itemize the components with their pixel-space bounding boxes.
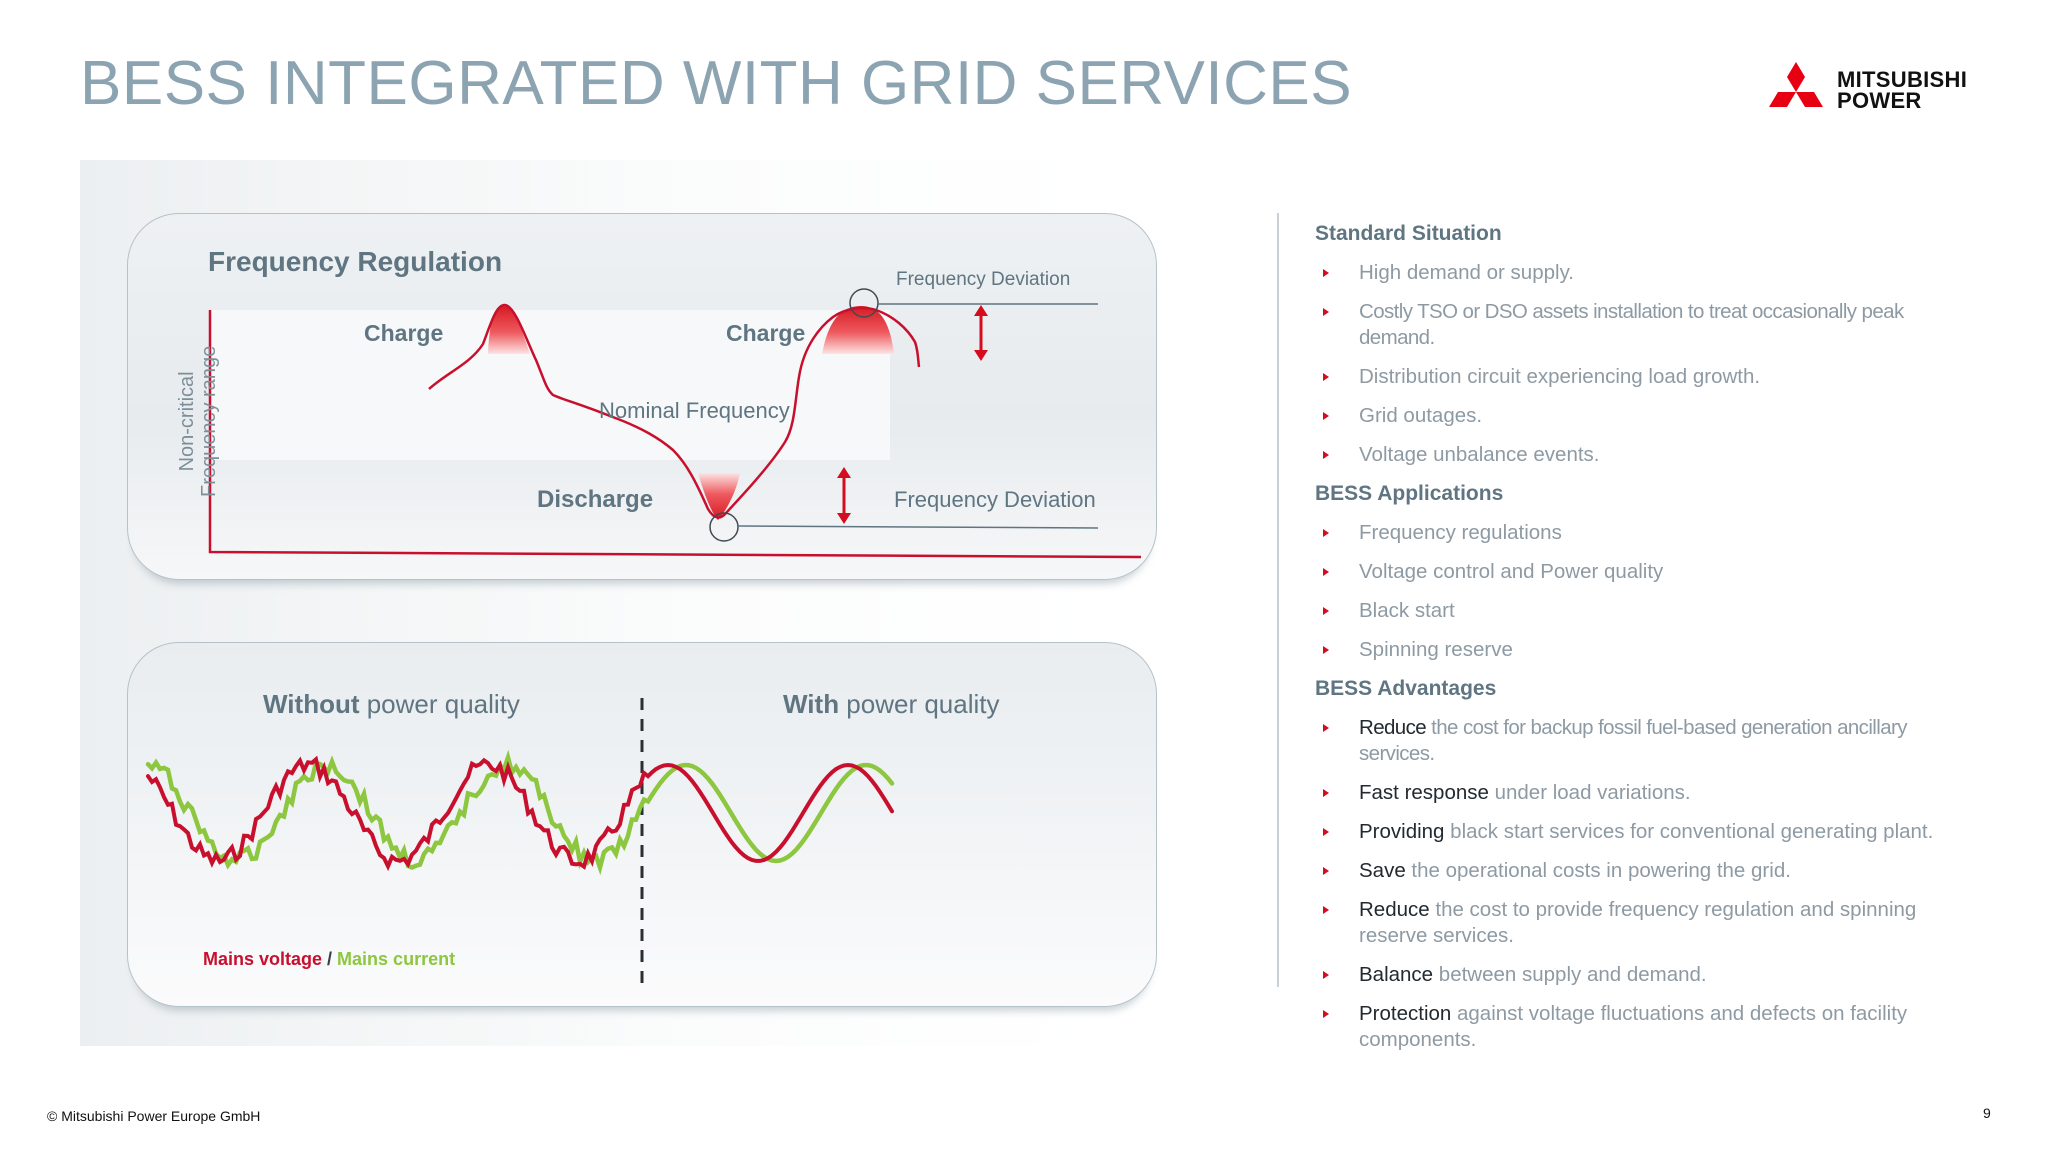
legend-separator: /	[322, 949, 338, 969]
standard-item: Voltage unbalance events.	[1315, 442, 1975, 468]
bess-applications-heading: BESS Applications	[1315, 482, 1504, 505]
bullet-icon	[1323, 412, 1329, 420]
top-deviation-arrow	[974, 305, 988, 361]
discharge-trough-fill	[698, 473, 740, 520]
standard-item: Grid outages.	[1315, 403, 1975, 429]
power-quality-diagram	[145, 698, 895, 983]
bullet-icon	[1323, 373, 1329, 381]
bullet-icon	[1323, 568, 1329, 576]
frequency-deviation-bottom-label: Frequency Deviation	[894, 487, 1096, 512]
mains-current-wave	[145, 749, 895, 876]
axes	[208, 310, 1142, 559]
peak-marker-circle	[849, 288, 879, 318]
power-quality-panel: Without power quality With power quality…	[127, 642, 1157, 1007]
nominal-frequency-label: Nominal Frequency	[599, 398, 790, 423]
charge-peak-fill-left	[488, 305, 530, 354]
vertical-divider	[1277, 213, 1279, 987]
application-item: Frequency regulations	[1315, 520, 1975, 546]
bullet-icon	[1323, 828, 1329, 836]
bullet-icon	[1323, 789, 1329, 797]
copyright-footer: © Mitsubishi Power Europe GmbH	[47, 1108, 261, 1124]
bullet-icon	[1323, 607, 1329, 615]
application-item: Voltage control and Power quality	[1315, 559, 1975, 585]
frequency-regulation-panel: Frequency Regulation Charge Charge Nomin…	[127, 213, 1157, 580]
y-axis-label-line1: Non-critical	[176, 371, 198, 472]
bottom-deviation-line	[737, 525, 1099, 529]
charge-label-right: Charge	[726, 320, 806, 346]
right-text-column: Standard Situation High demand or supply…	[1315, 221, 1975, 1066]
with-power-quality-title: With power quality	[783, 689, 1000, 720]
charge-label-left: Charge	[364, 320, 444, 346]
frequency-curve	[428, 303, 921, 519]
nominal-band	[210, 310, 890, 460]
bottom-deviation-arrow	[837, 467, 851, 524]
bullet-icon	[1323, 867, 1329, 875]
bullet-icon	[1323, 451, 1329, 459]
charge-peak-fill-right	[822, 306, 894, 354]
frequency-diagram	[208, 288, 1142, 559]
discharge-label: Discharge	[537, 486, 654, 513]
advantage-item: Protection against voltage fluctuations …	[1315, 1001, 1975, 1053]
logo-text: MITSUBISHI POWER	[1837, 67, 1968, 113]
application-item: Black start	[1315, 598, 1975, 624]
advantage-item: Reduce the cost for backup fossil fuel-b…	[1315, 715, 1975, 767]
legend-current: Mains current	[337, 949, 456, 969]
with-rest: power quality	[839, 689, 1000, 719]
with-bold: With	[783, 689, 840, 719]
without-rest: power quality	[359, 689, 520, 719]
wave-legend: Mains voltage / Mains current	[203, 949, 455, 970]
mitsubishi-diamonds-icon	[1769, 62, 1823, 107]
advantage-item: Balance between supply and demand.	[1315, 962, 1975, 988]
without-bold: Without	[263, 689, 360, 719]
without-power-quality-title: Without power quality	[263, 689, 520, 720]
advantage-item: Providing black start services for conve…	[1315, 819, 1975, 845]
mains-voltage-wave	[146, 755, 894, 872]
bullet-icon	[1323, 1010, 1329, 1018]
advantage-item: Save the operational costs in powering t…	[1315, 858, 1975, 884]
standard-item: Distribution circuit experiencing load g…	[1315, 364, 1975, 390]
logo-line1: MITSUBISHI	[1837, 67, 1968, 92]
y-axis-label: Non-critical Frequency range	[176, 346, 220, 497]
bullet-icon	[1323, 529, 1329, 537]
company-logo: MITSUBISHI POWER	[1764, 60, 1984, 120]
bullet-icon	[1323, 971, 1329, 979]
page-number: 9	[1983, 1105, 1991, 1121]
trough-marker-circle	[709, 512, 739, 542]
standard-item: High demand or supply.	[1315, 260, 1975, 286]
bullet-icon	[1323, 906, 1329, 914]
page-title: BESS INTEGRATED WITH GRID SERVICES	[80, 49, 1353, 118]
frequency-regulation-title: Frequency Regulation	[208, 246, 503, 277]
standard-item: Costly TSO or DSO assets installation to…	[1315, 299, 1975, 351]
advantage-item: Reduce the cost to provide frequency reg…	[1315, 897, 1975, 949]
frequency-deviation-top-label: Frequency Deviation	[896, 269, 1071, 290]
bullet-icon	[1323, 724, 1329, 732]
standard-situation-heading: Standard Situation	[1315, 222, 1502, 245]
y-axis-label-line2: Frequency range	[198, 345, 220, 497]
application-item: Spinning reserve	[1315, 637, 1975, 663]
bullet-icon	[1323, 646, 1329, 654]
advantage-item: Fast response under load variations.	[1315, 780, 1975, 806]
bess-advantages-heading: BESS Advantages	[1315, 677, 1497, 700]
bullet-icon	[1323, 308, 1329, 316]
bullet-icon	[1323, 269, 1329, 277]
logo-line2: POWER	[1837, 88, 1922, 113]
legend-voltage: Mains voltage	[203, 949, 323, 969]
